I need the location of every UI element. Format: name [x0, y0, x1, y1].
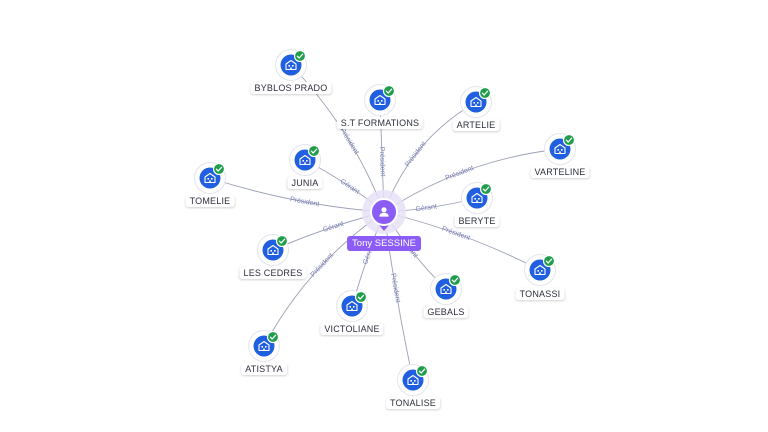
building-icon	[204, 172, 216, 184]
check-icon	[562, 133, 576, 147]
nodes-layer	[194, 49, 576, 396]
company-label-junia[interactable]: JUNIA	[287, 177, 323, 189]
check-icon	[415, 364, 429, 378]
company-node-st-formations[interactable]	[364, 84, 396, 116]
company-label-tonalise[interactable]: TONALISE	[386, 397, 440, 409]
company-node-tonassi[interactable]	[524, 254, 556, 286]
company-label-tomelie[interactable]: TOMELIE	[185, 195, 235, 207]
company-label-tonassi[interactable]: TONASSI	[515, 288, 565, 300]
edge-varteline	[383, 148, 561, 213]
check-icon	[479, 182, 493, 196]
building-icon	[407, 374, 419, 386]
edge-label-st-formations: Président	[378, 147, 386, 177]
person-icon	[379, 207, 389, 217]
company-node-victoliane[interactable]	[336, 290, 368, 322]
building-icon	[554, 143, 566, 155]
edge-label-tonalise: Président	[389, 273, 401, 303]
check-icon	[275, 234, 289, 248]
check-icon	[307, 144, 321, 158]
building-icon	[267, 244, 279, 256]
building-icon	[534, 264, 546, 276]
company-node-beryte[interactable]	[461, 182, 493, 214]
company-node-byblos-prado[interactable]	[275, 49, 307, 81]
edge-label-beryte: Gérant	[415, 203, 437, 213]
company-node-tonalise[interactable]	[397, 364, 429, 396]
company-label-st-formations[interactable]: S.T FORMATIONS	[336, 117, 424, 129]
company-label-beryte[interactable]: BERYTE	[454, 215, 500, 227]
company-label-gebals[interactable]: GEBALS	[423, 306, 469, 318]
building-icon	[299, 154, 311, 166]
building-icon	[258, 340, 270, 352]
company-label-artelie[interactable]: ARTELIE	[452, 119, 500, 131]
edge-label-tomelie: Président	[289, 196, 319, 208]
company-label-victoliane[interactable]: VICTOLIANE	[320, 323, 384, 335]
company-node-gebals[interactable]	[430, 273, 462, 305]
edge-label-varteline: Président	[445, 165, 475, 182]
building-icon	[346, 300, 358, 312]
company-label-varteline[interactable]: VARTELINE	[530, 166, 590, 178]
building-icon	[285, 59, 297, 71]
person-name-label[interactable]: Tony SESSINE	[347, 236, 421, 251]
edge-label-atistya: Président	[310, 252, 335, 278]
edge-label-artelie: Président	[404, 141, 428, 169]
edge-label-les-cedres: Gérant	[322, 221, 345, 234]
company-node-varteline[interactable]	[544, 133, 576, 165]
building-icon	[471, 192, 483, 204]
check-icon	[212, 162, 226, 176]
edge-label-tonassi: Président	[441, 226, 471, 243]
building-icon	[440, 283, 452, 295]
company-label-les-cedres[interactable]: LES CEDRES	[239, 267, 307, 279]
check-icon	[448, 273, 462, 287]
check-icon	[478, 86, 492, 100]
company-label-byblos-prado[interactable]: BYBLOS PRADO	[250, 82, 332, 94]
check-icon	[542, 254, 556, 268]
check-icon	[293, 49, 307, 63]
company-label-atistya[interactable]: ATISTYA	[241, 363, 287, 375]
edge-label-junia: Gérant	[339, 178, 361, 196]
building-icon	[470, 96, 482, 108]
check-icon	[266, 330, 280, 344]
check-icon	[382, 84, 396, 98]
company-node-atistya[interactable]	[248, 330, 280, 362]
person-node[interactable]	[362, 190, 406, 234]
check-icon	[354, 290, 368, 304]
company-node-artelie[interactable]	[460, 86, 492, 118]
building-icon	[374, 94, 386, 106]
company-node-tomelie[interactable]	[194, 162, 226, 194]
company-node-junia[interactable]	[289, 144, 321, 176]
edge-label-byblos-prado: Président	[338, 127, 359, 156]
company-node-les-cedres[interactable]	[257, 234, 289, 266]
